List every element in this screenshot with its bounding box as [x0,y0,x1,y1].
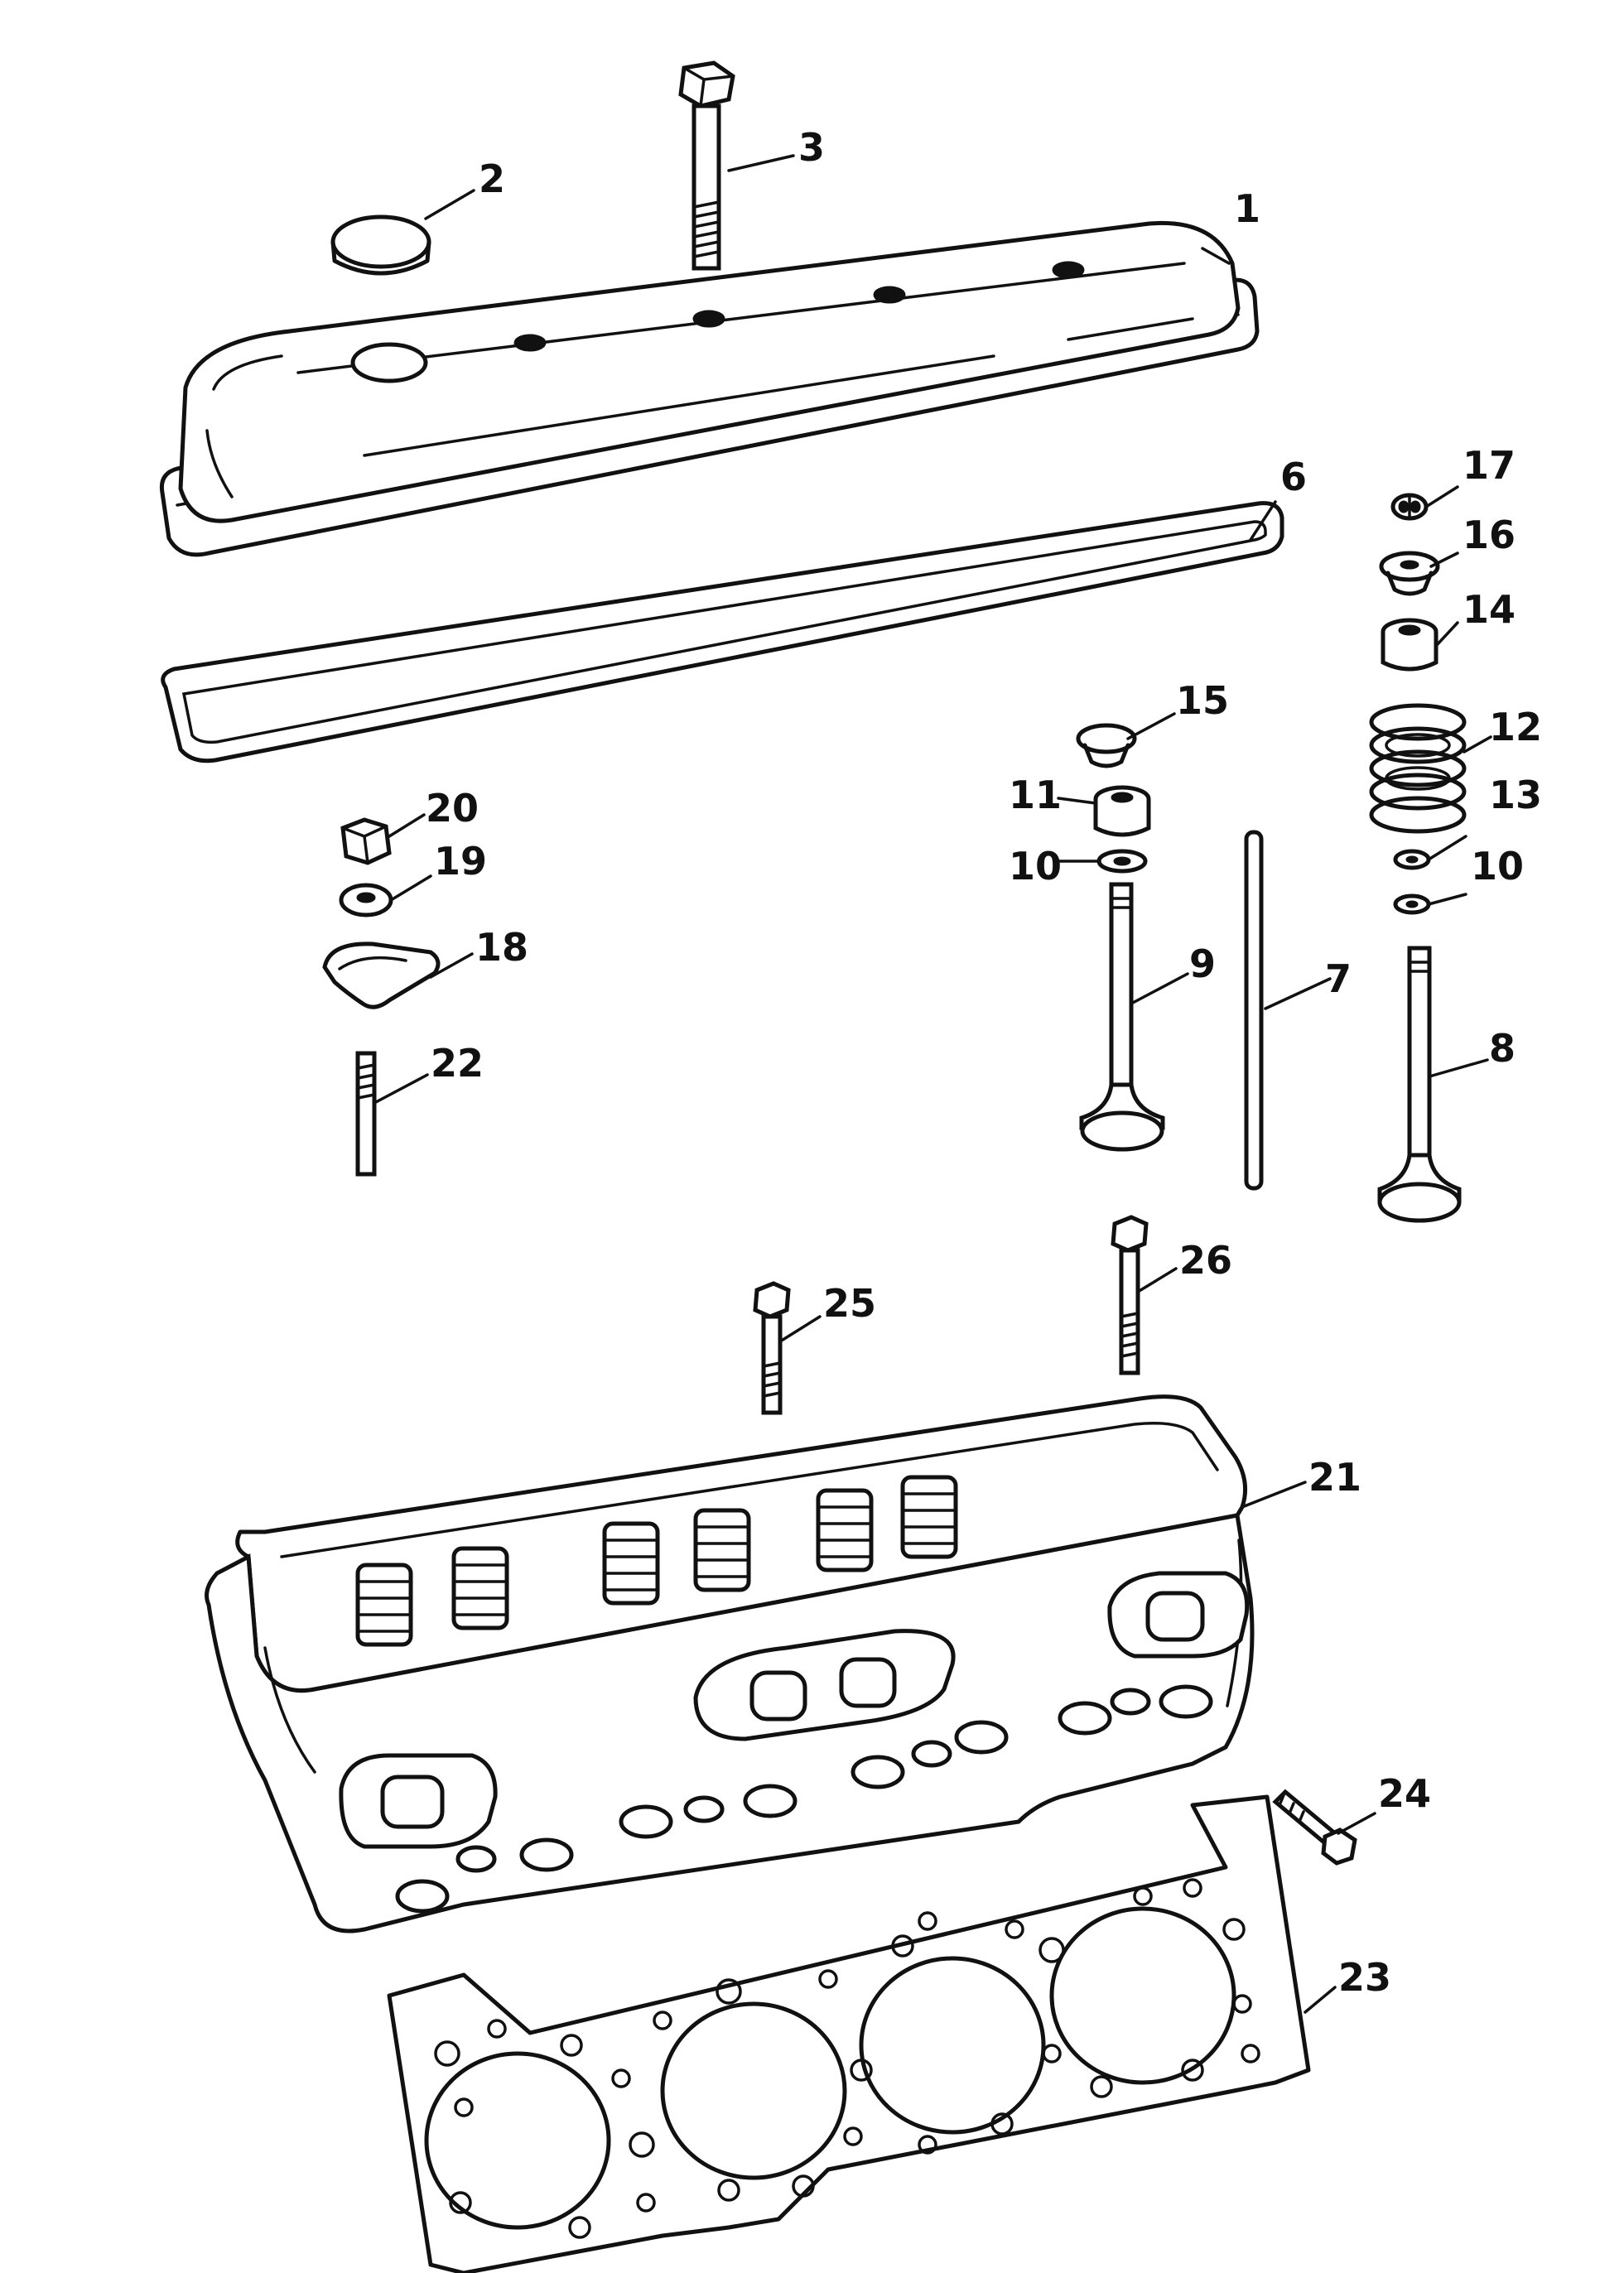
part-7-pushrod [1244,830,1264,1191]
part-3-bolt [678,60,735,271]
callout-26: 26 [1179,1238,1232,1283]
part-19-ball [339,883,393,917]
part-8-valve [1377,946,1462,1223]
part-20-nut [340,817,392,865]
callout-7: 7 [1325,956,1352,1001]
callout-15: 15 [1176,678,1229,723]
part-24-bolt [1272,1789,1357,1866]
part-1-rocker-cover [159,220,1260,557]
callout-12: 12 [1489,705,1542,749]
callout-9: 9 [1189,941,1216,986]
part-25-bolt [753,1281,791,1415]
callout-8: 8 [1489,1026,1516,1071]
callout-13: 13 [1489,773,1542,817]
callout-labels: 1 2 3 6 7 8 9 10 10 11 12 13 14 15 16 17… [426,125,1542,2000]
callout-10b: 10 [1471,844,1524,888]
part-13-shim [1393,849,1431,870]
callout-17: 17 [1463,443,1516,488]
callout-24: 24 [1378,1771,1431,1816]
part-21-cylinder-head [205,1394,1255,1933]
callout-18: 18 [475,925,528,970]
callout-2: 2 [479,157,505,201]
callout-22: 22 [431,1041,484,1086]
part-9-valve [1079,882,1165,1152]
callout-25: 25 [823,1281,876,1326]
part-15-retainer [1076,723,1137,768]
callout-3: 3 [798,125,825,170]
callout-10a: 10 [1009,844,1062,888]
part-2-plug [330,214,431,276]
part-18-rocker-arm [322,941,441,1009]
callout-1: 1 [1234,186,1260,231]
callout-14: 14 [1463,587,1516,632]
part-14-seal [1381,618,1438,672]
part-11-seal [1093,785,1151,837]
callout-16: 16 [1463,513,1516,557]
callout-23: 23 [1338,1955,1391,2000]
part-23-head-gasket [387,1794,1311,2273]
callout-21: 21 [1308,1455,1361,1500]
part-16-retainer [1379,551,1440,596]
part-17-keepers [1390,493,1429,521]
part-22-stud [355,1051,377,1177]
part-10-shim-upper [1096,849,1148,874]
leader-lines [373,154,1492,2014]
part-6-gasket [161,501,1284,763]
part-10-shim-lower [1393,893,1431,915]
callout-19: 19 [434,839,487,884]
callout-6: 6 [1280,455,1307,499]
part-26-bolt [1111,1215,1149,1375]
callout-11: 11 [1009,773,1062,817]
part-12-spring [1369,703,1467,834]
callout-20: 20 [426,786,479,831]
